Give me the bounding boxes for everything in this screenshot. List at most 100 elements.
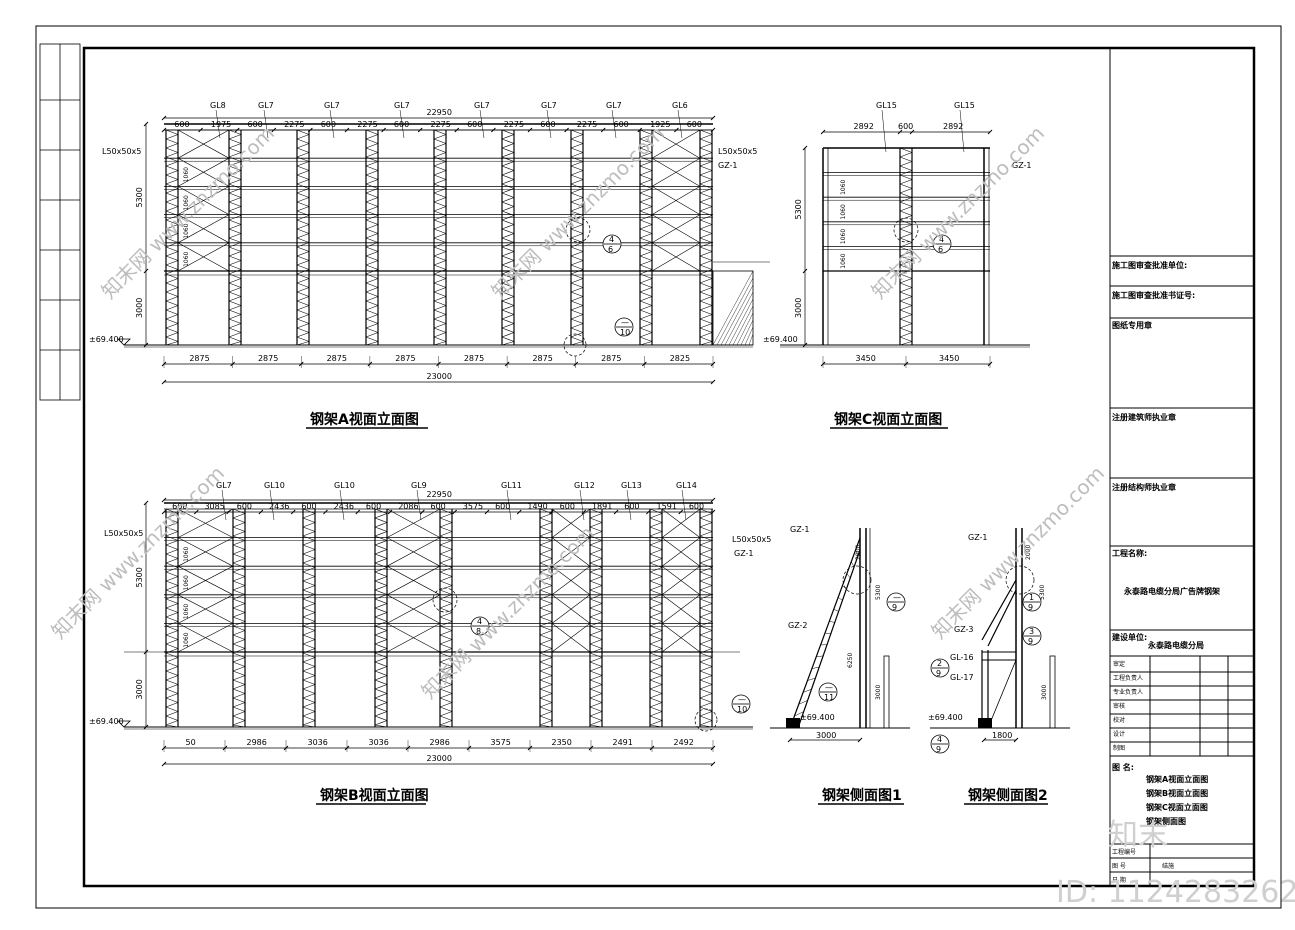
lacing-bar [539, 594, 553, 600]
lacing-bar [649, 526, 663, 532]
lacing-bar [165, 296, 179, 302]
lacing-bar [539, 621, 553, 627]
column-leader [546, 109, 552, 139]
lacing-bar [539, 571, 553, 577]
lacing-bar [649, 625, 663, 631]
tb-approval-cert: 施工图审查批准书证号: [1112, 290, 1195, 300]
lacing-bar [165, 634, 179, 640]
lacing-bar [649, 657, 663, 663]
x-brace [551, 508, 591, 538]
dim-tick [646, 509, 651, 515]
lacing-bar [699, 589, 713, 595]
lacing-bar [649, 594, 663, 600]
lacing-bar [433, 260, 447, 266]
elevation-label: ±69.400 [89, 717, 124, 726]
lacing-bar [501, 251, 515, 257]
lacing-bar [649, 711, 663, 717]
lacing-bar [699, 201, 713, 207]
lacing-bar [439, 558, 453, 564]
lacing-bar [649, 621, 663, 627]
lacing-bar [570, 309, 584, 315]
lacing-bar [228, 147, 242, 153]
lacing-bar [302, 666, 316, 672]
lacing-bar [228, 224, 242, 230]
lacing-bar [365, 134, 379, 140]
lacing-bar [365, 170, 379, 176]
lacing-bar [589, 558, 603, 564]
lacing-bar [302, 513, 316, 519]
lacing-bar [365, 210, 379, 216]
lacing-bar [539, 648, 553, 654]
detail-circle [1005, 565, 1035, 595]
lacing-bar [228, 269, 242, 275]
lacing-bar [296, 197, 310, 203]
dim-top-seg: 2275 [357, 120, 377, 129]
dim-tick [1013, 737, 1019, 743]
lacing-bar [639, 183, 653, 189]
lacing-bar [165, 562, 179, 568]
lacing-bar [539, 531, 553, 537]
dim-tick [820, 129, 826, 135]
lacing-bar [433, 197, 447, 203]
dim-left-lower: 3000 [794, 298, 803, 318]
lacing-bar [232, 688, 246, 694]
lacing-bar [539, 567, 553, 573]
x-brace [661, 508, 701, 538]
lacing-bar [365, 215, 379, 221]
lacing-bar [296, 233, 310, 239]
lacing-bar [699, 237, 713, 243]
lacing-bar [699, 553, 713, 559]
lacing-bar [296, 192, 310, 198]
x-brace [177, 623, 234, 653]
lacing-bar [899, 242, 913, 248]
lacing-bar [501, 192, 515, 198]
lacing-bar [539, 598, 553, 604]
dim-bottom-seg: 2350 [552, 738, 572, 747]
callout-top: — [621, 318, 629, 327]
lacing-bar [639, 278, 653, 284]
callout-detail-3-9: 39 [1022, 626, 1042, 646]
lacing-bar [439, 513, 453, 519]
dim-top-seg: 600 [560, 502, 575, 511]
lacing-bar [649, 670, 663, 676]
lacing-bar [539, 508, 553, 514]
lacing-bar [811, 666, 820, 669]
dim-tick [484, 509, 490, 515]
lacing-bar [228, 332, 242, 338]
lacing-bar [649, 585, 663, 591]
dim-tick [897, 129, 903, 135]
lacing-bar [374, 526, 388, 532]
lacing-bar [433, 237, 447, 243]
lacing-bar [439, 603, 453, 609]
lacing-bar [374, 657, 388, 663]
dim-tick [452, 509, 458, 515]
dim-tick [258, 509, 264, 515]
lacing-bar [165, 558, 179, 564]
lacing-bar [699, 336, 713, 342]
lacing-bar [439, 531, 453, 537]
lacing-bar [501, 156, 515, 162]
lacing-bar [228, 327, 242, 333]
base-plate [786, 718, 800, 728]
lacing-bar [296, 318, 310, 324]
lacing-bar [639, 201, 653, 207]
lacing-bar [639, 341, 653, 346]
lacing-bar [539, 643, 553, 649]
lacing-bar [433, 332, 447, 338]
lacing-bar [439, 508, 453, 514]
lacing-bar [433, 215, 447, 221]
lacing-bar [165, 219, 179, 225]
lacing-bar [365, 341, 379, 346]
lacing-bar [570, 206, 584, 212]
lacing-bar [296, 206, 310, 212]
lacing-bar [501, 269, 515, 275]
lacing-bar [433, 341, 447, 346]
column-leader [506, 489, 512, 521]
lacing-bar [699, 215, 713, 221]
lacing-bar [374, 553, 388, 559]
lacing-bar [296, 170, 310, 176]
lacing-bar [365, 309, 379, 315]
lacing-bar [165, 544, 179, 550]
lacing-bar [899, 278, 913, 284]
lacing-bar [374, 648, 388, 654]
